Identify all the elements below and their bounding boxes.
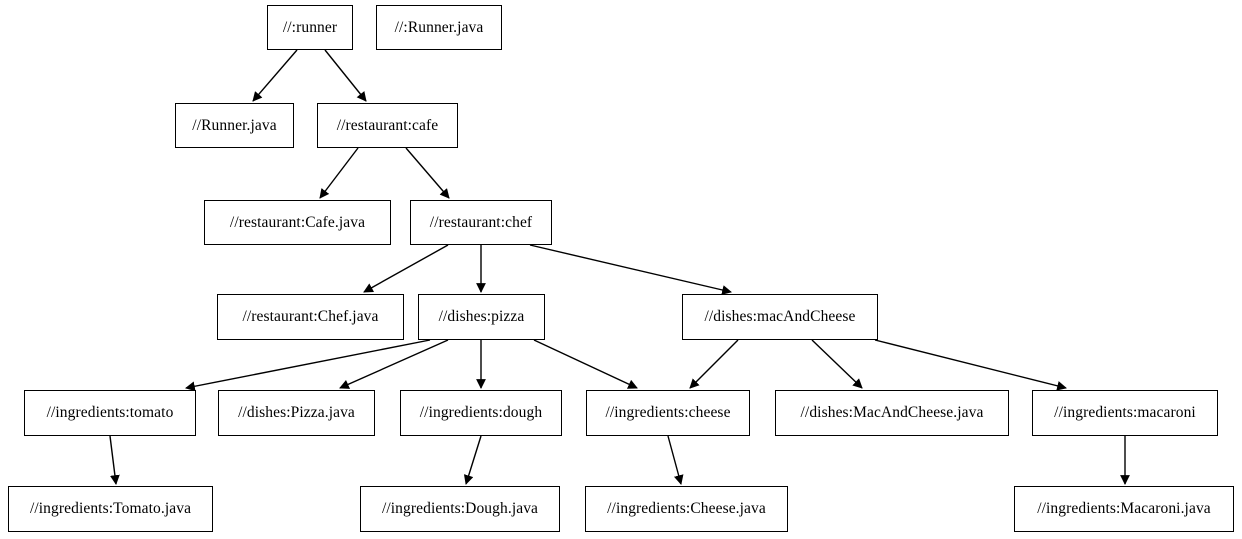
graph-edge-restaurant_cafe-to-restaurant_cafe_java	[319, 147, 359, 199]
graph-node-label: //:Runner.java	[394, 18, 484, 36]
graph-node-label: //ingredients:cheese	[605, 404, 731, 422]
graph-edge-restaurant_chef-to-dishes_macandcheese	[529, 244, 732, 295]
graph-edge-runner-to-runner_java	[252, 49, 298, 102]
graph-node-runner_java_root[interactable]: //:Runner.java	[376, 5, 502, 50]
graph-node-label: //restaurant:chef	[429, 213, 533, 231]
graph-edge-ing_tomato-to-ing_tomato_java	[109, 435, 120, 485]
graph-node-dishes_pizza[interactable]: //dishes:pizza	[418, 294, 545, 340]
graph-node-dishes_macandcheese_java[interactable]: //dishes:MacAndCheese.java	[775, 390, 1009, 436]
graph-node-runner_java[interactable]: //Runner.java	[175, 103, 294, 148]
graph-node-label: //ingredients:macaroni	[1054, 404, 1196, 422]
graph-node-restaurant_chef_java[interactable]: //restaurant:Chef.java	[217, 294, 404, 340]
graph-node-ing_dough_java[interactable]: //ingredients:Dough.java	[360, 486, 560, 532]
graph-edge-dishes_macandcheese-to-dishes_macandcheese_java	[811, 339, 863, 389]
graph-node-dishes_macandcheese[interactable]: //dishes:macAndCheese	[682, 294, 878, 340]
graph-node-label: //restaurant:Chef.java	[242, 308, 379, 326]
graph-node-ing_tomato_java[interactable]: //ingredients:Tomato.java	[8, 486, 213, 532]
graph-node-ing_cheese_java[interactable]: //ingredients:Cheese.java	[585, 486, 788, 532]
graph-node-label: //ingredients:Tomato.java	[29, 500, 192, 518]
graph-edge-dishes_pizza-to-ing_tomato	[185, 339, 431, 392]
graph-edge-ing_cheese-to-ing_cheese_java	[667, 435, 684, 485]
graph-node-ing_dough[interactable]: //ingredients:dough	[400, 390, 562, 436]
graph-edge-dishes_macandcheese-to-ing_macaroni	[874, 339, 1067, 391]
graph-node-label: //dishes:pizza	[438, 308, 525, 326]
graph-node-label: //ingredients:Dough.java	[381, 500, 539, 518]
graph-node-label: //dishes:MacAndCheese.java	[800, 404, 984, 422]
graph-node-label: //Runner.java	[192, 116, 277, 134]
graph-node-ing_macaroni_java[interactable]: //ingredients:Macaroni.java	[1014, 486, 1234, 532]
graph-edge-dishes_macandcheese-to-ing_cheese	[689, 339, 739, 389]
graph-node-ing_macaroni[interactable]: //ingredients:macaroni	[1032, 390, 1218, 436]
graph-node-label: //dishes:macAndCheese	[704, 308, 856, 326]
graph-node-restaurant_cafe_java[interactable]: //restaurant:Cafe.java	[204, 200, 391, 245]
graph-node-restaurant_chef[interactable]: //restaurant:chef	[410, 200, 552, 245]
graph-edge-restaurant_chef-to-restaurant_chef_java	[363, 244, 449, 293]
graph-edge-ing_dough-to-ing_dough_java	[463, 435, 482, 485]
graph-edge-dishes_pizza-to-dishes_pizza_java	[339, 339, 449, 389]
graph-node-label: //ingredients:Macaroni.java	[1037, 500, 1211, 518]
graph-node-label: //:runner	[282, 18, 338, 36]
graph-node-label: //ingredients:Cheese.java	[607, 500, 766, 518]
graph-node-label: //ingredients:tomato	[46, 404, 174, 422]
graph-edge-restaurant_cafe-to-restaurant_chef	[405, 147, 450, 199]
graph-node-restaurant_cafe[interactable]: //restaurant:cafe	[317, 103, 458, 148]
graph-node-runner[interactable]: //:runner	[267, 5, 353, 50]
graph-edge-runner-to-restaurant_cafe	[324, 49, 367, 102]
graph-node-label: //restaurant:Cafe.java	[229, 213, 366, 231]
graph-node-ing_cheese[interactable]: //ingredients:cheese	[586, 390, 750, 436]
graph-edge-dishes_pizza-to-ing_cheese	[533, 339, 638, 389]
graph-node-label: //ingredients:dough	[419, 404, 543, 422]
graph-node-ing_tomato[interactable]: //ingredients:tomato	[24, 390, 196, 436]
graph-node-dishes_pizza_java[interactable]: //dishes:Pizza.java	[218, 390, 375, 436]
graph-node-label: //restaurant:cafe	[336, 116, 439, 134]
graph-node-label: //dishes:Pizza.java	[238, 404, 355, 422]
